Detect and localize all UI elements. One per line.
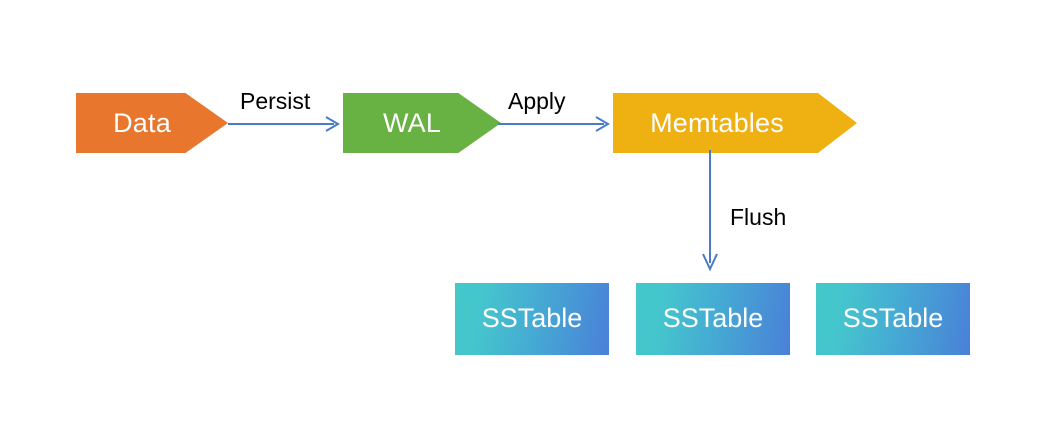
node-memtables-label: Memtables — [650, 107, 784, 138]
node-sstable-2-label: SSTable — [662, 302, 764, 333]
node-sstable-2[interactable]: SSTable — [636, 283, 790, 355]
node-wal-label: WAL — [382, 107, 442, 138]
node-data-label: Data — [113, 107, 171, 138]
node-sstable-3[interactable]: SSTable — [816, 283, 970, 355]
node-memtables[interactable]: Memtables — [613, 93, 857, 153]
node-sstable-3-label: SSTable — [842, 302, 944, 333]
edge-apply-arrow — [498, 116, 610, 132]
edge-flush-arrow — [702, 150, 718, 272]
node-sstable-1[interactable]: SSTable — [455, 283, 609, 355]
edge-persist-arrow — [228, 116, 340, 132]
node-wal[interactable]: WAL — [343, 93, 501, 153]
edge-flush-label: Flush — [730, 204, 787, 230]
edge-apply-label: Apply — [508, 88, 566, 114]
edge-persist-label: Persist — [240, 88, 311, 114]
node-data[interactable]: Data — [76, 93, 228, 153]
node-sstable-1-label: SSTable — [481, 302, 583, 333]
